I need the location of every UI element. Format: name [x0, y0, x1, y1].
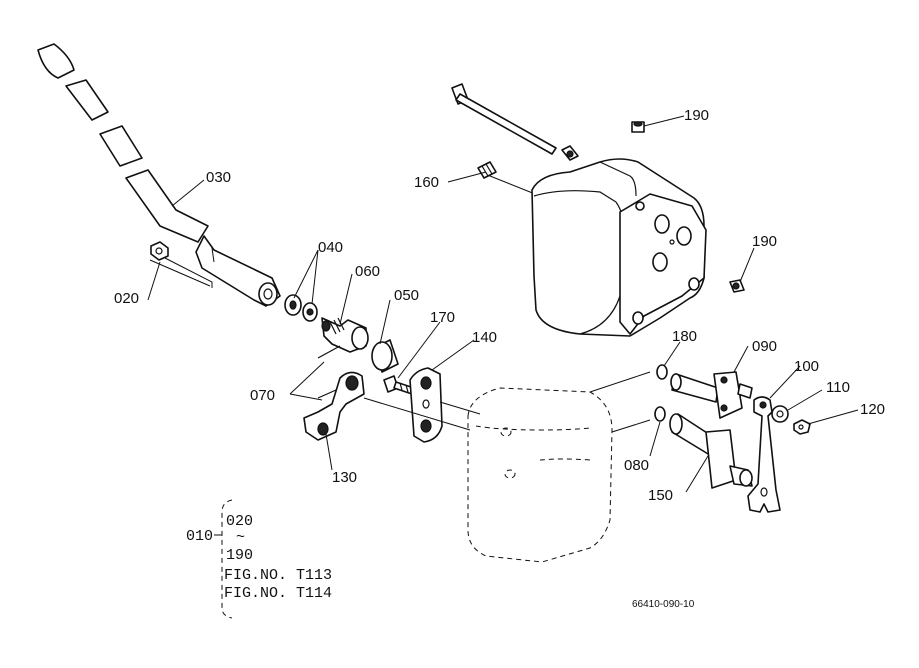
pivot-pin-060 [321, 317, 369, 353]
shaft-090 [670, 371, 753, 419]
springs-070 [317, 345, 341, 399]
label-070: 070 [250, 387, 275, 404]
lever-arm-100 [747, 396, 781, 513]
shaft-150 [669, 413, 753, 489]
washers-040 [284, 294, 318, 322]
label-110: 110 [826, 379, 850, 396]
part-labels: 030 020 040 060 050 170 140 070 130 160 … [114, 107, 885, 504]
shift-lever-030 [37, 43, 281, 307]
lower-housing-outline [467, 387, 613, 563]
legend-figure-ref-2: FIG.NO. T114 [224, 585, 332, 602]
upper-housing [531, 158, 707, 337]
nut-120 [793, 419, 811, 435]
label-130: 130 [332, 469, 357, 486]
label-020: 020 [114, 290, 139, 307]
legend-range-start: 020 [226, 513, 253, 530]
label-040: 040 [318, 239, 343, 256]
legend-range-end: 190 [226, 547, 253, 564]
label-190-top: 190 [684, 107, 709, 124]
label-120: 120 [860, 401, 885, 418]
nut-020 [150, 241, 213, 288]
drawing-code: 66410-090-10 [632, 599, 695, 610]
label-140: 140 [472, 329, 497, 346]
label-090: 090 [752, 338, 777, 355]
label-180: 180 [672, 328, 697, 345]
leader-lines [147, 115, 859, 493]
bracket-130 [303, 371, 365, 441]
washer-110 [771, 405, 789, 423]
label-100: 100 [794, 358, 819, 375]
legend-range-tilde: ~ [236, 529, 245, 546]
label-080: 080 [624, 457, 649, 474]
plate-140 [409, 367, 443, 443]
label-170: 170 [430, 309, 455, 326]
label-160: 160 [414, 174, 439, 191]
label-150: 150 [648, 487, 673, 504]
screws-190 [631, 121, 745, 293]
plug-160 [477, 161, 497, 179]
label-050: 050 [394, 287, 419, 304]
long-bolt [451, 83, 579, 161]
label-060: 060 [355, 263, 380, 280]
bushing-050 [371, 339, 399, 373]
label-190-side: 190 [752, 233, 777, 250]
assembly-legend: 010 020 ~ 190 FIG.NO. T113 FIG.NO. T114 [186, 499, 332, 619]
legend-figure-ref-1: FIG.NO. T113 [224, 567, 332, 584]
legend-assembly-number: 010 [186, 528, 213, 545]
label-030: 030 [206, 169, 231, 186]
o-rings [654, 364, 668, 422]
axis-lines [149, 171, 651, 433]
